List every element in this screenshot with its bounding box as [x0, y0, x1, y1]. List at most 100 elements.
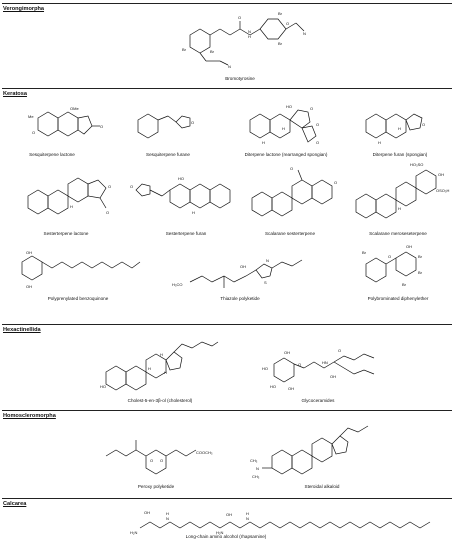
section-divider: [2, 324, 452, 325]
atom-label: O: [338, 348, 341, 353]
atom-label: H: [192, 210, 195, 215]
atom-label: OMe: [70, 106, 79, 111]
atom-label: H: [248, 34, 251, 39]
structure-caption: Scalarane sesterterpene: [264, 231, 316, 236]
atom-label: O: [422, 122, 425, 127]
section-title: Calcarea: [3, 501, 27, 507]
atom-label: H₂N: [130, 530, 137, 535]
atom-label: OH: [26, 250, 32, 255]
atom-label: O: [150, 458, 153, 463]
atom-label: O: [310, 106, 313, 111]
sesquiterpene-furane-structure: O: [137, 113, 194, 139]
atom-label: Br: [418, 270, 423, 275]
atom-label: COOCH₃: [196, 450, 213, 455]
atom-label: H: [166, 511, 169, 516]
atom-label: OH: [284, 350, 290, 355]
atom-label: H: [398, 206, 401, 211]
atom-label: O: [100, 124, 103, 129]
atom-label: HO: [178, 176, 184, 181]
atom-label: H: [70, 204, 73, 209]
scalarane-sesterterpene-structure: O O: [251, 166, 337, 217]
structure-caption: Steroidal alkaloid: [304, 484, 340, 489]
atom-label: O: [290, 166, 293, 171]
atom-label: Me: [28, 114, 34, 119]
atom-label: Br: [402, 282, 407, 287]
thiazole-polyketide-structure: H₃CO OH N S: [172, 258, 303, 288]
structure-caption: Cholest-5-en-3β-ol (cholesterol): [127, 398, 193, 403]
atom-label: OH: [406, 244, 412, 249]
atom-label: N: [228, 64, 231, 69]
atom-label: OH: [226, 512, 232, 517]
structure-caption: Long-chain amino alcohol (rhapsamine): [185, 534, 267, 539]
atom-label: O: [160, 458, 163, 463]
atom-label: O: [316, 140, 319, 145]
atom-label: H: [262, 140, 265, 145]
structure-caption: Diterpene lactone (rearranged spongian): [244, 152, 328, 157]
structure-caption: Diterpene furan (spongian): [372, 152, 428, 157]
structure-caption: Sesquiterpene furane: [146, 152, 190, 157]
peroxy-polyketide-structure: O O COOCH₃: [105, 440, 213, 475]
bromotyrosine-structure: Br Br Br Br O O N H N N: [182, 11, 306, 69]
atom-label: O: [106, 210, 109, 215]
atom-label: N: [166, 516, 169, 521]
structure-caption: Sesquiterpene lactone: [29, 152, 75, 157]
section-divider: [2, 88, 452, 89]
atom-label: HO: [286, 104, 292, 109]
atom-label: O: [334, 180, 337, 185]
atom-label: Br: [362, 250, 367, 255]
cholesterol-structure: HO H H H: [100, 341, 219, 391]
structure-caption: Sesterterpene furan: [165, 231, 207, 236]
section-title: Verongimorpha: [3, 6, 45, 12]
section-hexactinellida: Hexactinellida HO H H H Cholest-5-en-3β-…: [0, 322, 454, 408]
atom-label: O: [108, 184, 111, 189]
atom-label: HO: [270, 384, 276, 389]
atom-label: O: [298, 362, 301, 367]
section-divider: [2, 3, 452, 4]
atom-label: HN: [322, 360, 328, 365]
atom-label: N: [266, 258, 269, 263]
rhapsamine-structure: OH H₂N N H OH N H H₂N: [130, 510, 431, 535]
atom-label: O: [191, 120, 194, 125]
atom-label: Br: [278, 41, 283, 46]
diterpene-lactone-structure: HO O O O H H: [249, 104, 319, 145]
section-calcarea: Calcarea OH H₂N N H OH N H H₂N Long-chai…: [0, 496, 454, 550]
polyprenylated-benzoquinone-structure: OH OH: [21, 250, 141, 289]
sesterterpene-furan-structure: HO H O: [130, 176, 231, 215]
structure-caption: Peroxy polyketide: [137, 484, 175, 489]
atom-label: N: [246, 516, 249, 521]
atom-label: O: [130, 184, 133, 189]
atom-label: H: [164, 370, 167, 375]
section-title: Homoscleromorpha: [3, 413, 56, 419]
section-homoscleromorpha: Homoscleromorpha O O COOCH₃ Peroxy polyk…: [0, 408, 454, 496]
atom-label: Br: [210, 49, 215, 54]
diterpene-furan-structure: O H H: [365, 113, 425, 145]
section-divider: [2, 498, 452, 499]
atom-label: H: [398, 126, 401, 131]
structure-caption: Polybrominated diphenylether: [367, 296, 429, 301]
scalarane-meroseseterpene-structure: HO₃SO OH OSO₃H H: [355, 162, 450, 219]
structure-caption: Glycoceramides: [301, 398, 335, 403]
atom-label: Br: [182, 47, 187, 52]
atom-label: OH: [330, 374, 336, 379]
atom-label: HO₃SO: [410, 162, 423, 167]
atom-label: OSO₃H: [436, 188, 450, 193]
atom-label: OH: [438, 172, 444, 177]
atom-label: HO: [100, 384, 106, 389]
sesquiterpene-lactone-structure: OMe Me O O: [28, 106, 103, 137]
section-verongimorpha: Verongimorpha Br Br Br Br O O N H N N Br…: [0, 0, 454, 86]
atom-label: N: [256, 466, 259, 471]
atom-label: OH: [240, 264, 246, 269]
steroidal-alkaloid-structure: N CH₃ CH₃: [250, 425, 369, 479]
structure-caption: Scalarane meroseseterpene: [369, 231, 427, 236]
atom-label: H: [148, 366, 151, 371]
atom-label: O: [316, 122, 319, 127]
atom-label: OH: [144, 510, 150, 515]
section-title: Hexactinellida: [3, 327, 41, 333]
atom-label: O: [238, 15, 241, 20]
atom-label: H: [246, 511, 249, 516]
section-title: Keratosa: [3, 91, 27, 97]
atom-label: H₂N: [216, 530, 223, 535]
structure-caption: Sesterterpene lactone: [43, 231, 89, 236]
atom-label: O: [286, 21, 289, 26]
atom-label: S: [264, 280, 267, 285]
